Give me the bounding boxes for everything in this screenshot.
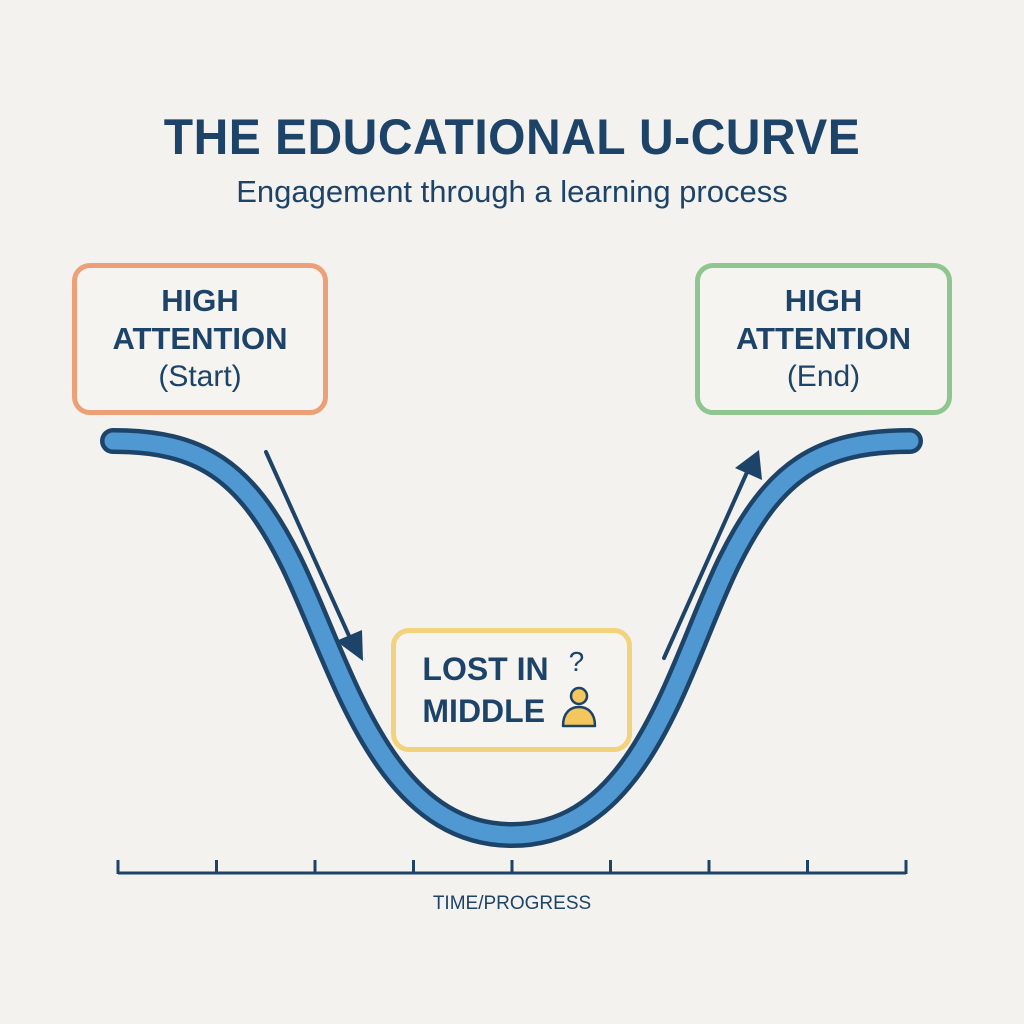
- middle-box-line2: MIDDLE: [422, 693, 546, 729]
- time-axis: [116, 860, 908, 875]
- lost-in-middle-box: LOST IN MIDDLE ?: [391, 628, 632, 752]
- start-box-line1: HIGH: [161, 283, 239, 318]
- u-curve: [100, 428, 923, 849]
- start-attention-box: HIGH ATTENTION (Start): [72, 263, 328, 415]
- page-title: THE EDUCATIONAL U-CURVE: [163, 109, 861, 165]
- person-icon: [561, 686, 596, 728]
- end-box-line3: (End): [786, 360, 861, 393]
- recovery-arrow: [662, 450, 762, 660]
- confused-person-icon: ?: [557, 646, 601, 730]
- page-subtitle: Engagement through a learning process: [236, 174, 788, 209]
- end-box-line2: ATTENTION: [735, 321, 912, 356]
- end-box-line1: HIGH: [784, 283, 863, 318]
- start-box-line2: ATTENTION: [112, 321, 288, 356]
- decline-arrow: [264, 450, 363, 661]
- end-attention-box: HIGH ATTENTION (End): [695, 263, 952, 415]
- axis-label: TIME/PROGRESS: [432, 893, 592, 914]
- middle-box-line1: LOST IN: [422, 651, 549, 687]
- start-box-line3: (Start): [158, 360, 242, 393]
- question-mark-icon: ?: [568, 646, 585, 677]
- lost-in-middle-text: LOST IN MIDDLE: [422, 648, 548, 732]
